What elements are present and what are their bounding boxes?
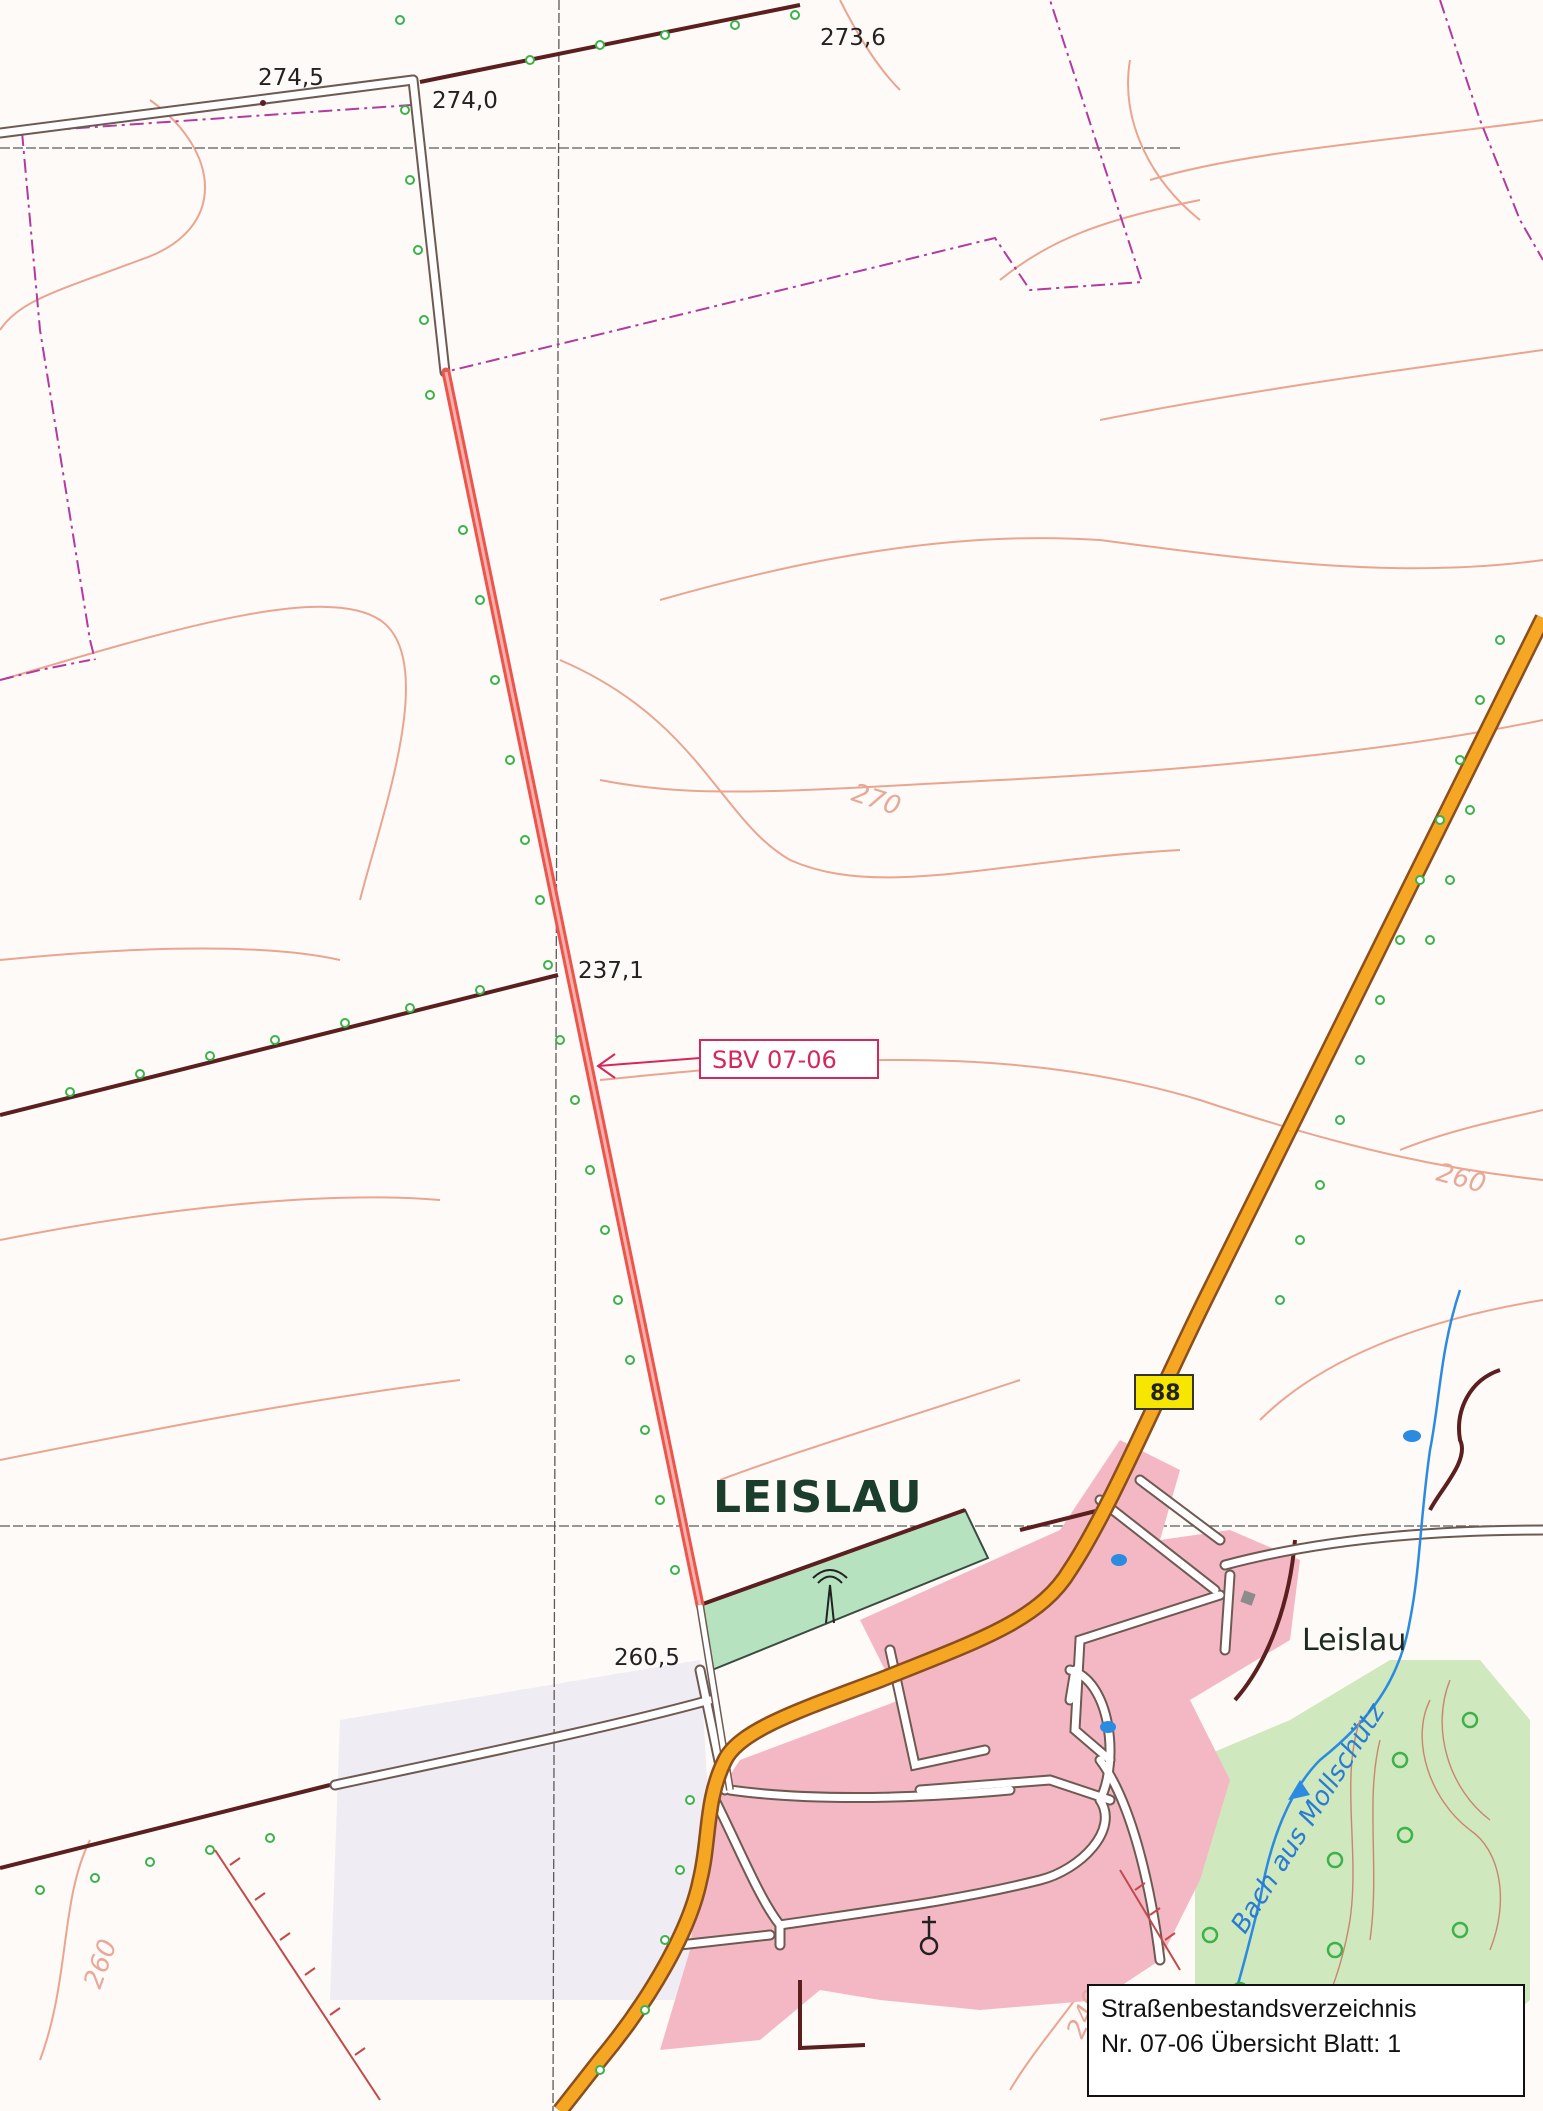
- settlement-area: [660, 1440, 1300, 2050]
- route-id-label: SBV 07-06: [712, 1046, 837, 1074]
- spot-height-label: 274,0: [432, 88, 498, 114]
- spot-heights: 274,5 274,0 273,6 237,1 260,5: [258, 25, 886, 1671]
- building-marker: [1240, 1590, 1256, 1606]
- village-name-label: LEISLAU: [713, 1472, 923, 1523]
- field-tracks: [0, 3, 1501, 2051]
- spot-height-label: 237,1: [578, 958, 644, 984]
- tree-row-markers: [35, 10, 1505, 2075]
- forest-area-east: [1195, 1660, 1530, 2050]
- locality-name-label: Leislau: [1302, 1623, 1406, 1658]
- map-title-box: Straßenbestandsverzeichnis Nr. 07-06 Übe…: [1087, 1984, 1525, 2097]
- spot-height-label: 274,5: [258, 65, 324, 91]
- title-line-1: Straßenbestandsverzeichnis: [1101, 1995, 1417, 2023]
- spot-height-label: 260,5: [614, 1645, 680, 1671]
- embankment-hatching: [214, 1849, 1181, 2101]
- road-number-shield: 88: [1134, 1374, 1194, 1410]
- water-markers: [1100, 1430, 1421, 1733]
- grey-field-area: [330, 1660, 720, 2000]
- title-line-2: Nr. 07-06 Übersicht Blatt: 1: [1101, 2030, 1402, 2058]
- church-icon: [919, 1916, 939, 1956]
- spot-height-label: 273,6: [820, 25, 886, 51]
- stream-line: [1228, 1289, 1462, 2011]
- radio-mast-icon: [812, 1569, 848, 1624]
- route-annotation: SBV 07-06: [596, 1039, 879, 1079]
- road-number-label: 88: [1150, 1381, 1181, 1406]
